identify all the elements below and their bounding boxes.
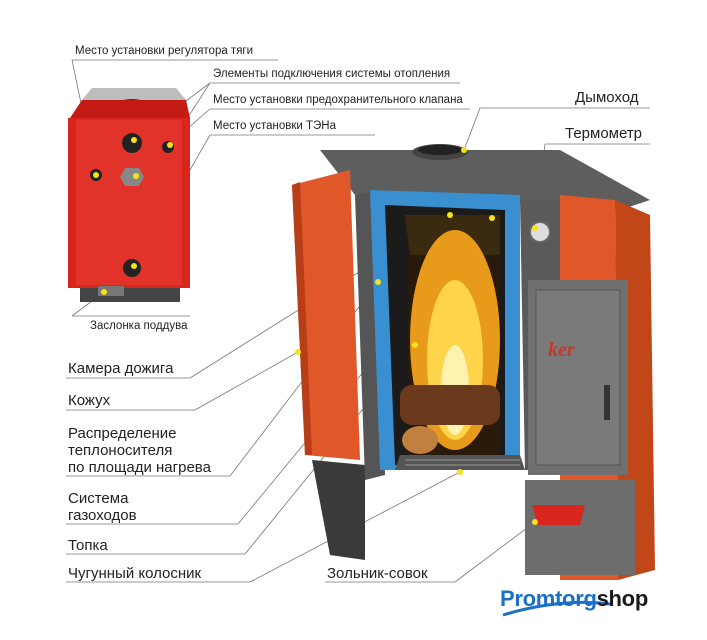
label-distribution-3: по площади нагрева (68, 459, 211, 476)
label-grate: Чугунный колосник (68, 565, 202, 582)
label-firebox: Топка (68, 537, 108, 554)
main-boiler-cutaway: ker (292, 144, 655, 580)
label-distribution-1: Распределение (68, 425, 177, 442)
promtorgshop-logo: Promtorgshop (500, 586, 648, 612)
label-heating-connections: Элементы подключения системы отопления (213, 68, 451, 80)
logo-swoosh (502, 600, 611, 617)
door-brand: ker (548, 339, 575, 361)
logo-part-promtorg: Promtorg (500, 586, 597, 611)
label-distribution-2: теплоносителя (68, 442, 173, 459)
logo-part-shop: shop (596, 586, 649, 611)
label-chimney: Дымоход (575, 89, 639, 106)
label-air-damper: Заслонка поддува (90, 320, 188, 332)
label-casing: Кожух (68, 392, 111, 409)
label-flue-1: Система (68, 490, 129, 507)
label-safety-valve: Место установки предохранительного клапа… (213, 94, 463, 106)
label-afterburner: Камера дожига (68, 360, 174, 377)
rear-view-boiler (68, 88, 190, 302)
label-heater-element: Место установки ТЭНа (213, 120, 336, 132)
label-ash-pan: Зольник-совок (327, 565, 428, 582)
label-draft-regulator: Место установки регулятора тяги (75, 45, 254, 57)
label-flue-2: газоходов (68, 507, 137, 524)
label-thermometer: Термометр (565, 125, 643, 142)
